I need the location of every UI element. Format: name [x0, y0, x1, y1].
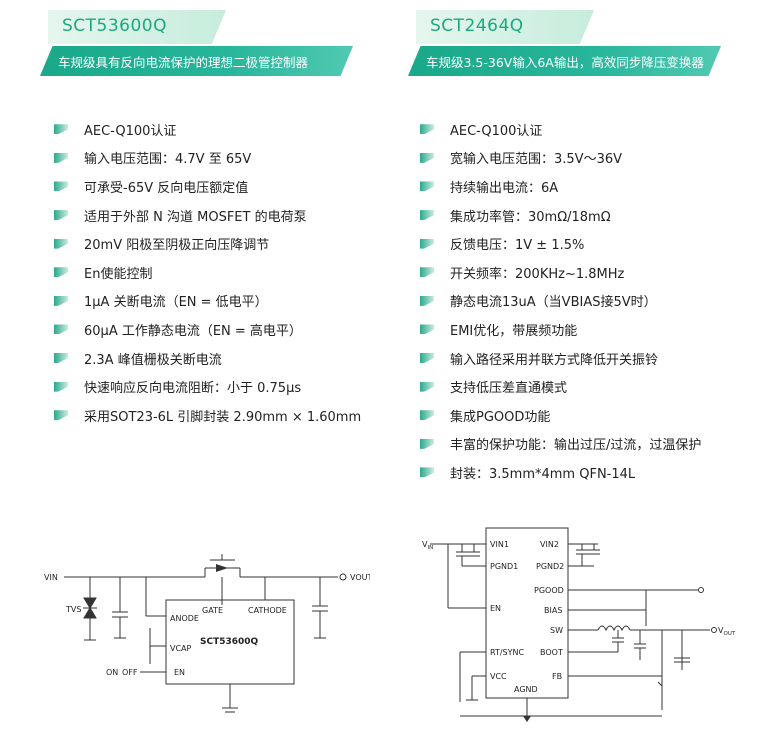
vin-label: VIN: [44, 573, 58, 582]
gate-pin-label: GATE: [202, 606, 223, 615]
list-item: 宽输入电压范围：3.5V～36V: [420, 144, 701, 173]
list-item: 静态电流13uA（当VBIAS接5V时）: [420, 287, 701, 316]
bullet-icon: [54, 267, 68, 278]
pin-agnd: AGND: [514, 685, 538, 694]
left-title-tab: [48, 10, 226, 44]
bullet-icon: [54, 324, 68, 335]
list-item: 20mV 阳极至阴极正向压降调节: [54, 229, 361, 258]
list-item: AEC-Q100认证: [54, 115, 361, 144]
list-item: En使能控制: [54, 258, 361, 287]
on-label: ON: [106, 668, 118, 677]
list-item: 开关频率：200KHz~1.8MHz: [420, 258, 701, 287]
left-subtitle-bar: [40, 46, 353, 76]
list-item: 输入电压范围：4.7V 至 65V: [54, 144, 361, 173]
bullet-icon: [420, 467, 434, 478]
tvs-label: TVS: [65, 605, 81, 614]
bullet-icon: [420, 381, 434, 392]
bullet-icon: [420, 181, 434, 192]
list-item: 集成PGOOD功能: [420, 401, 701, 430]
list-item: 可承受-65V 反向电压额定值: [54, 172, 361, 201]
sct53600q-circuit-diagram: VIN VOUT TVS SCT53600Q GATE CATHODE ANOD…: [44, 554, 370, 713]
list-item: 集成功率管：30mΩ/18mΩ: [420, 201, 701, 230]
bullet-icon: [420, 438, 434, 449]
pin-en: EN: [490, 604, 501, 613]
bullet-icon: [54, 353, 68, 364]
bullet-icon: [420, 152, 434, 163]
right-subtitle-bar: [408, 46, 721, 76]
en-pin-label: EN: [174, 668, 185, 677]
left-feature-list: AEC-Q100认证 输入电压范围：4.7V 至 65V 可承受-65V 反向电…: [54, 115, 361, 430]
bullet-icon: [54, 124, 68, 135]
pin-pgnd2: PGND2: [536, 562, 564, 571]
bullet-icon: [420, 410, 434, 421]
vcap-pin-label: VCAP: [170, 644, 192, 653]
pin-rt-sync: RT/SYNC: [490, 648, 525, 657]
list-item: 2.3A 峰值栅极关断电流: [54, 344, 361, 373]
bullet-icon: [54, 410, 68, 421]
list-item: 1μA 关断电流（EN = 低电平）: [54, 287, 361, 316]
vout-label: VOUT: [350, 573, 370, 582]
off-label: OFF: [122, 668, 138, 677]
pin-vcc: VCC: [490, 672, 507, 681]
bullet-icon: [420, 238, 434, 249]
bullet-icon: [420, 324, 434, 335]
bullet-icon: [420, 353, 434, 364]
list-item: 采用SOT23-6L 引脚封装 2.90mm × 1.60mm: [54, 401, 361, 430]
left-title: SCT53600Q: [62, 16, 168, 36]
bullet-icon: [54, 381, 68, 392]
list-item: 60μA 工作静态电流（EN = 高电平）: [54, 315, 361, 344]
bullet-icon: [420, 124, 434, 135]
bullet-icon: [54, 238, 68, 249]
bullet-icon: [54, 181, 68, 192]
vin-label: VIN: [422, 540, 433, 551]
anode-pin-label: ANODE: [170, 614, 199, 623]
vout-label: VOUT: [718, 626, 736, 637]
right-subtitle: 车规级3.5-36V输入6A输出，高效同步降压变换器: [426, 55, 704, 70]
list-item: AEC-Q100认证: [420, 115, 701, 144]
bullet-icon: [54, 210, 68, 221]
bullet-icon: [54, 152, 68, 163]
list-item: 输入路径采用并联方式降低开关振铃: [420, 344, 701, 373]
pin-pgnd1: PGND1: [490, 562, 518, 571]
pin-pgood: PGOOD: [534, 586, 564, 595]
bullet-icon: [420, 267, 434, 278]
right-banner: SCT2464Q 车规级3.5-36V输入6A输出，高效同步降压变换器: [408, 10, 723, 76]
pin-boot: BOOT: [540, 648, 563, 657]
right-feature-list: AEC-Q100认证 宽输入电压范围：3.5V～36V 持续输出电流：6A 集成…: [420, 115, 701, 487]
list-item: 反馈电压：1V ± 1.5%: [420, 229, 701, 258]
list-item: 快速响应反向电流阻断：小于 0.75μs: [54, 372, 361, 401]
pin-vin1: VIN1: [490, 540, 509, 549]
bullet-icon: [54, 295, 68, 306]
pin-fb: FB: [552, 672, 562, 681]
sct2464q-circuit-diagram: VIN VOUT VIN1 PGND1 EN RT/SYNC VCC VIN2 …: [422, 527, 736, 722]
pin-sw: SW: [550, 626, 563, 635]
right-title-tab: [416, 10, 594, 44]
list-item: 封装：3.5mm*4mm QFN-14L: [420, 458, 701, 487]
list-item: 支持低压差直通模式: [420, 372, 701, 401]
bullet-icon: [420, 295, 434, 306]
left-banner: SCT53600Q 车规级具有反向电流保护的理想二极管控制器: [40, 10, 355, 76]
list-item: 适用于外部 N 沟道 MOSFET 的电荷泵: [54, 201, 361, 230]
right-title: SCT2464Q: [430, 16, 524, 36]
list-item: 丰富的保护功能：输出过压/过流，过温保护: [420, 430, 701, 459]
pin-vin2: VIN2: [540, 540, 559, 549]
chip-label: SCT53600Q: [200, 637, 259, 647]
bullet-icon: [420, 210, 434, 221]
list-item: 持续输出电流：6A: [420, 172, 701, 201]
cathode-pin-label: CATHODE: [248, 606, 287, 615]
pin-bias: BIAS: [544, 606, 562, 615]
left-subtitle: 车规级具有反向电流保护的理想二极管控制器: [58, 55, 309, 70]
list-item: EMI优化，带展频功能: [420, 315, 701, 344]
